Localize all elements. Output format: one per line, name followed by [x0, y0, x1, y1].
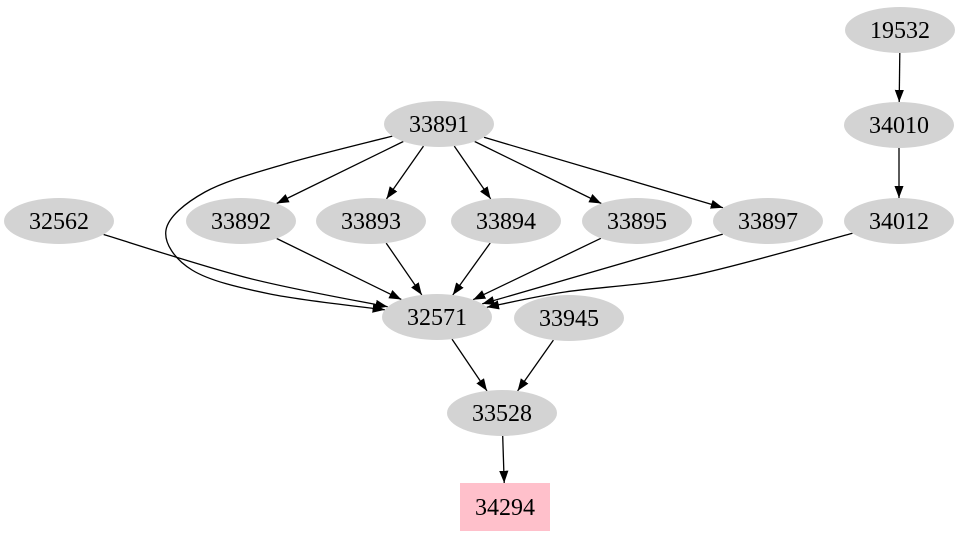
edge-34012-32571 — [486, 232, 853, 310]
node-shape-32571 — [382, 294, 492, 340]
edge-33892-32571 — [276, 237, 402, 301]
node-shape-32562 — [4, 198, 114, 244]
nodes-layer: 19532 34010 34012 33891 32562 33892 33893 33894… — [4, 7, 955, 531]
node-label-33892: 33892 — [211, 209, 271, 235]
node-shape-19532 — [845, 7, 955, 53]
node-shape-33894 — [451, 198, 561, 244]
node-shape-33893 — [316, 198, 426, 244]
edges-layer — [103, 52, 904, 484]
node-label-33528: 33528 — [472, 401, 532, 427]
node-label-34010: 34010 — [869, 113, 929, 139]
edge-33897-32571 — [482, 233, 723, 305]
node-34010: 34010 — [844, 102, 954, 148]
node-33892: 33892 — [186, 198, 296, 244]
edge-32571-33528 — [451, 338, 488, 392]
node-34294: 34294 — [460, 483, 550, 531]
node-shape-33897 — [713, 198, 823, 244]
edge-33945-33528 — [517, 339, 554, 392]
node-34012: 34012 — [844, 198, 954, 244]
node-label-32571: 32571 — [407, 305, 467, 331]
node-33891: 33891 — [384, 101, 494, 147]
edge-32562-32571 — [103, 233, 388, 309]
node-33528: 33528 — [447, 390, 557, 436]
node-shape-33891 — [384, 101, 494, 147]
edge-33891-33895 — [474, 140, 602, 205]
node-label-19532: 19532 — [870, 18, 930, 44]
node-shape-34012 — [844, 198, 954, 244]
node-label-34294: 34294 — [475, 495, 535, 521]
node-label-33893: 33893 — [341, 209, 401, 235]
node-shape-34010 — [844, 102, 954, 148]
node-shape-33528 — [447, 390, 557, 436]
node-shape-34294 — [460, 483, 550, 531]
edge-33894-32571 — [452, 242, 491, 296]
edge-33891-33893 — [385, 145, 425, 200]
edge-33895-32571 — [472, 237, 602, 301]
edge-19532-34010 — [894, 52, 904, 103]
node-shape-33945 — [514, 295, 624, 341]
node-label-33894: 33894 — [476, 209, 536, 235]
node-33893: 33893 — [316, 198, 426, 244]
node-33895: 33895 — [582, 198, 692, 244]
node-33897: 33897 — [713, 198, 823, 244]
node-shape-33892 — [186, 198, 296, 244]
node-label-33891: 33891 — [409, 112, 469, 138]
node-label-33895: 33895 — [607, 209, 667, 235]
node-label-33897: 33897 — [738, 209, 798, 235]
edge-33891-32571 — [165, 135, 393, 313]
node-label-33945: 33945 — [539, 306, 599, 332]
node-32571: 32571 — [382, 294, 492, 340]
node-19532: 19532 — [845, 7, 955, 53]
node-label-32562: 32562 — [29, 209, 89, 235]
edge-33891-33894 — [453, 145, 492, 200]
edge-33891-33897 — [483, 136, 724, 209]
node-32562: 32562 — [4, 198, 114, 244]
edge-33893-32571 — [385, 242, 423, 296]
edge-33891-33892 — [276, 140, 404, 205]
node-label-34012: 34012 — [869, 209, 929, 235]
node-33945: 33945 — [514, 295, 624, 341]
edge-33528-34294 — [499, 435, 509, 484]
node-33894: 33894 — [451, 198, 561, 244]
node-shape-33895 — [582, 198, 692, 244]
